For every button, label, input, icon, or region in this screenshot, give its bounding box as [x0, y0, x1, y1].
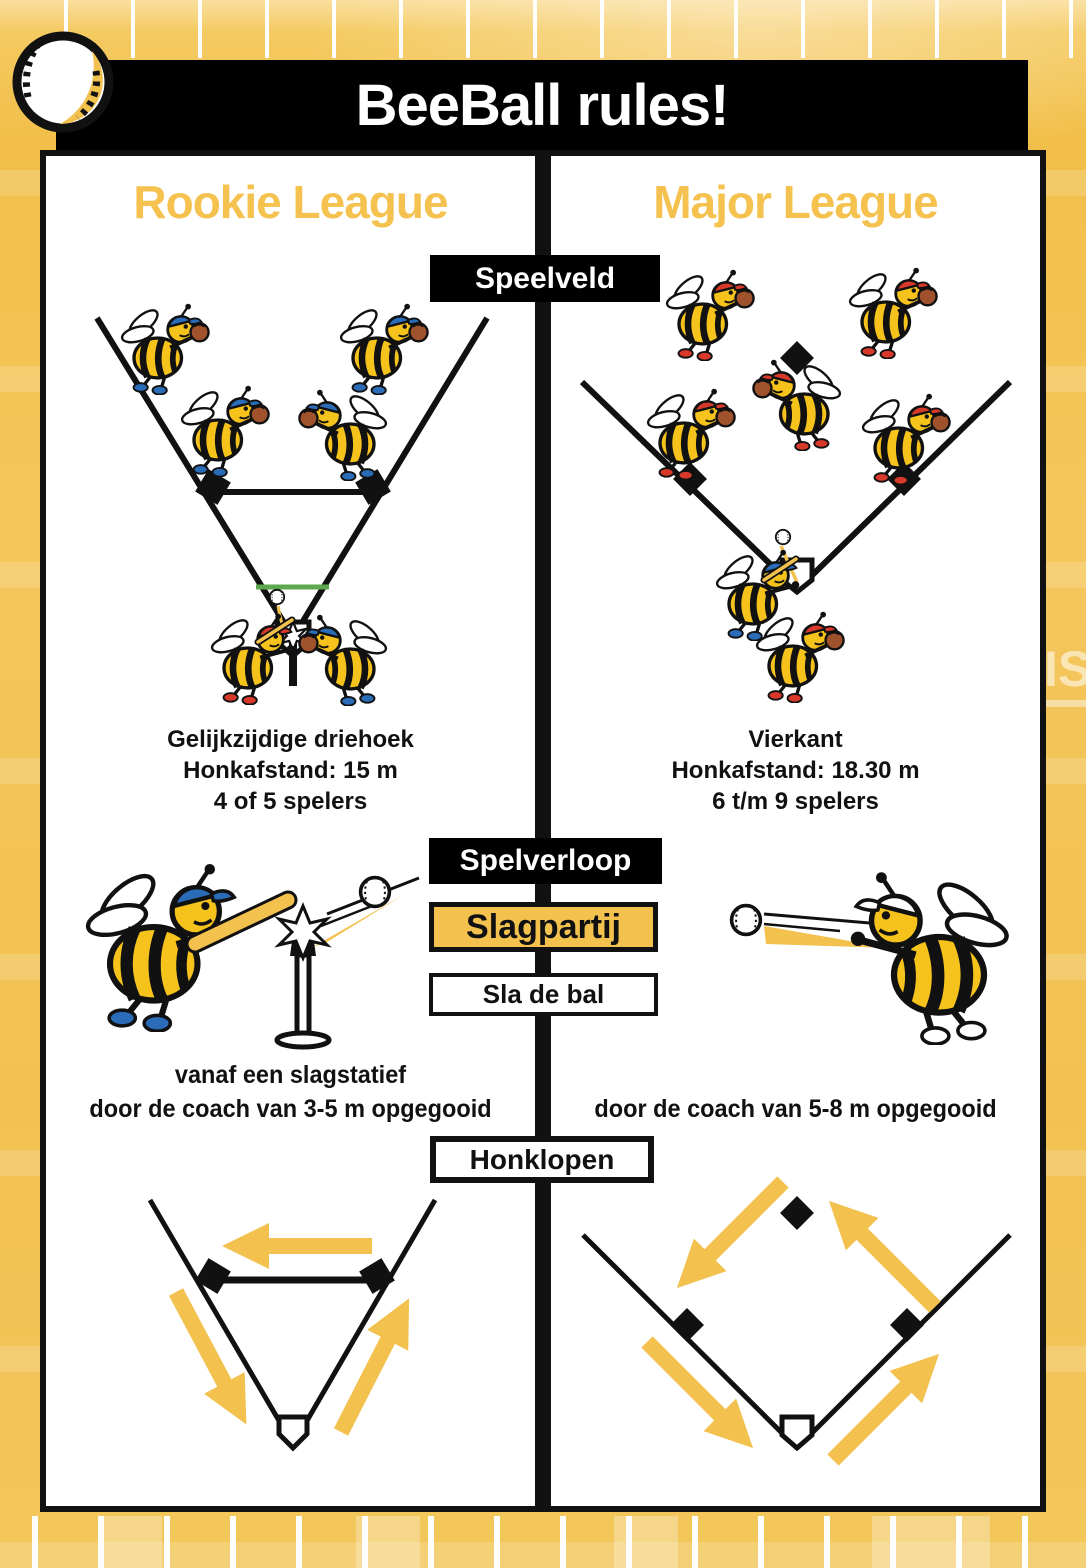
speelveld-banner: Speelveld	[430, 255, 660, 302]
foul-line	[581, 1233, 799, 1450]
tee-pole	[289, 640, 297, 686]
title-bar: BeeBall rules!	[56, 60, 1028, 150]
rookie-league-header: Rookie League	[133, 176, 448, 228]
batter-bee-icon	[85, 864, 240, 1031]
tee-pole	[294, 952, 312, 1038]
motion-line	[763, 922, 841, 933]
fielder-bee-icon	[848, 268, 936, 359]
slagpartij-banner: Slagpartij	[429, 902, 658, 952]
ball-icon	[774, 528, 792, 546]
home-plate	[779, 1414, 815, 1452]
honklopen-banner: Honklopen	[430, 1136, 654, 1183]
rookie-field-caption: Gelijkzijdige driehoek Honkafstand: 15 m…	[167, 726, 414, 815]
run-arrow	[812, 1184, 952, 1324]
home-plate	[276, 1414, 310, 1452]
background-band	[1046, 700, 1086, 707]
base	[359, 1258, 395, 1294]
second-base	[780, 1196, 814, 1230]
page-title: BeeBall rules!	[355, 72, 730, 138]
catcher-bee-icon	[299, 615, 387, 706]
star-burst-icon	[277, 904, 329, 960]
catcher-bee-icon	[755, 612, 843, 703]
fielder-bee-icon	[861, 394, 949, 485]
major-batting-illustration	[729, 860, 1025, 1050]
background-text-fragment: IS	[1044, 641, 1086, 697]
coach-bee-icon	[851, 872, 1010, 1044]
fence-stripes-bottom	[0, 1516, 1086, 1568]
ball-icon	[358, 875, 392, 909]
spelverloop-banner: Spelverloop	[429, 838, 662, 884]
ball-icon	[729, 903, 763, 937]
major-field-caption: Vierkant Honkafstand: 18.30 m 6 t/m 9 sp…	[671, 726, 920, 815]
tee-base	[274, 1030, 332, 1050]
baseball-logo-icon	[12, 31, 114, 133]
fielder-bee-icon	[665, 270, 753, 361]
fielder-bee-icon	[299, 390, 387, 481]
fielder-bee-icon	[180, 386, 268, 477]
major-field-diagram	[579, 265, 1013, 710]
fielder-bee-icon	[339, 304, 427, 395]
foul-line	[94, 316, 289, 628]
ball-icon	[268, 588, 286, 606]
rookie-field-diagram	[94, 290, 490, 710]
first-base	[890, 1308, 924, 1342]
foul-line	[795, 1233, 1012, 1450]
major-league-header: Major League	[653, 176, 939, 228]
fielder-bee-icon	[646, 389, 734, 480]
third-base	[670, 1308, 704, 1342]
major-batting-caption: door de coach van 5-8 m opgegooid	[594, 1095, 997, 1123]
base	[195, 1258, 231, 1294]
rookie-baserunning-diagram	[147, 1198, 438, 1452]
run-arrow	[630, 1325, 770, 1465]
rookie-batting-illustration	[75, 852, 420, 1050]
swoosh	[313, 894, 405, 947]
foul-line	[298, 1198, 438, 1433]
fence-stripes-top	[0, 0, 1086, 58]
base	[195, 469, 231, 505]
run-arrow	[222, 1223, 372, 1269]
run-arrow	[660, 1165, 800, 1305]
major-baserunning-diagram	[581, 1165, 1012, 1477]
sla-de-bal-banner: Sla de bal	[429, 973, 658, 1016]
rookie-batting-caption: vanaf een slagstatief door de coach van …	[89, 1061, 492, 1123]
foul-line	[297, 316, 490, 628]
motion-line	[320, 902, 378, 928]
foul-line	[147, 1198, 288, 1433]
